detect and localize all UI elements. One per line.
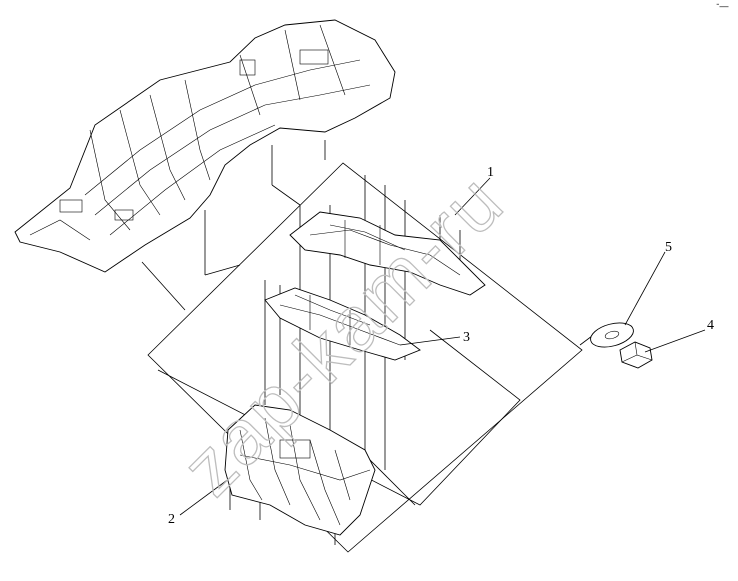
nut-part-4 (619, 341, 653, 369)
crossmember-part-3 (264, 287, 421, 361)
callout-1: 1 (487, 165, 494, 180)
callout-3: 3 (463, 330, 470, 345)
callout-5: 5 (665, 240, 672, 255)
washer-part-5 (590, 322, 634, 348)
callout-2: 2 (168, 512, 175, 527)
leader-lines (179, 177, 706, 516)
tunnel-section-part-2 (224, 404, 376, 536)
floor-panel-part-1 (14, 19, 396, 273)
crossmember-upper (289, 211, 486, 296)
callout-4: 4 (707, 318, 714, 333)
corner-mark: ᐨ— (716, 1, 729, 11)
